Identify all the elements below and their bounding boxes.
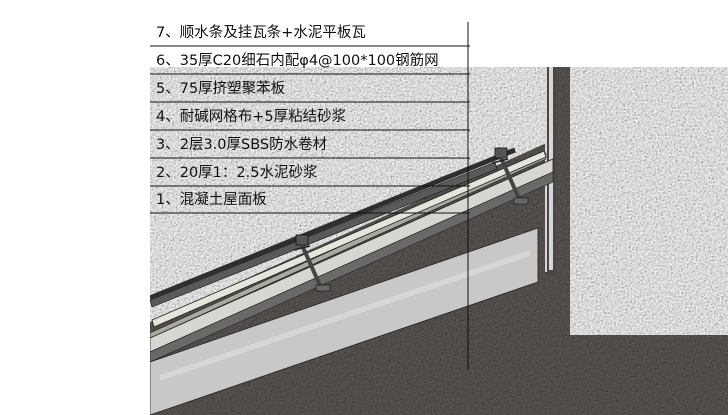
tile-hook-anchor-upper (491, 147, 529, 205)
label-table-rules (150, 45, 470, 214)
counter-batten (150, 161, 498, 308)
tile-hook-anchor-lower (293, 234, 331, 292)
cement-flat-tile (151, 150, 547, 328)
xps-insulation-board (150, 227, 539, 415)
sbs-membrane-layer (150, 171, 554, 363)
insulation-highlight (160, 250, 530, 381)
tile-top-line (150, 147, 516, 301)
